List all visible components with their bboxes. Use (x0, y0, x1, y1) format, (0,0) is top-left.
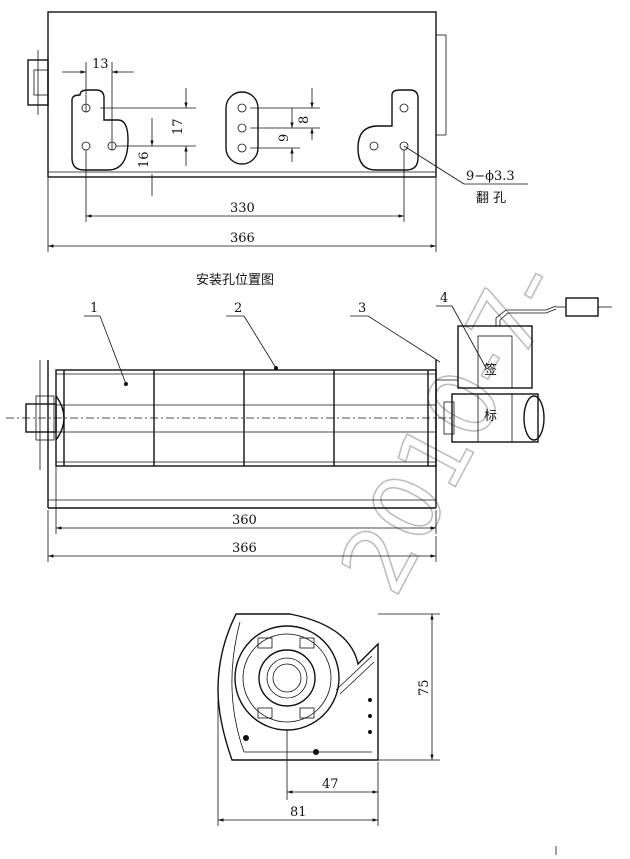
scroll-outer (234, 625, 340, 731)
dim-81-label: 81 (290, 805, 307, 820)
dim-366-front-label: 366 (232, 541, 257, 556)
dim-13-label: 13 (92, 57, 109, 72)
top-view-caption: 安装孔位置图 (196, 273, 274, 288)
dim-366-top-label: 366 (230, 231, 255, 246)
hub-ring (258, 649, 316, 707)
callout-2: 2 (234, 301, 242, 316)
callout-1: 1 (90, 301, 98, 316)
dim-9-label: 9 (277, 134, 292, 142)
callout-3: 3 (358, 301, 366, 316)
dim-360-label: 360 (232, 513, 257, 528)
label-sign-bottom: 标 (484, 409, 497, 424)
top-view: 13 17 16 8 9 9−ϕ3.3 翻 孔 330 366 (27, 11, 528, 288)
callout-4: 4 (440, 291, 448, 306)
dim-75-label: 75 (417, 679, 432, 696)
dim-16-label: 16 (137, 151, 152, 168)
dim-8-label: 8 (297, 116, 312, 124)
side-housing-outline (217, 613, 379, 761)
left-bearing (25, 403, 57, 433)
dim-47-label: 47 (322, 777, 339, 792)
front-view: 签 标 1 2 3 4 360 366 (6, 291, 612, 562)
dim-17-label: 17 (171, 118, 186, 135)
left-mount-bracket (71, 89, 129, 171)
side-view: 75 47 81 (217, 613, 440, 826)
label-sign-top: 签 (484, 362, 497, 378)
dim-330-label: 330 (230, 201, 255, 216)
right-mount-bracket (357, 89, 419, 171)
hole-note-label: 翻 孔 (476, 191, 506, 206)
hole-spec-label: 9−ϕ3.3 (466, 169, 515, 184)
